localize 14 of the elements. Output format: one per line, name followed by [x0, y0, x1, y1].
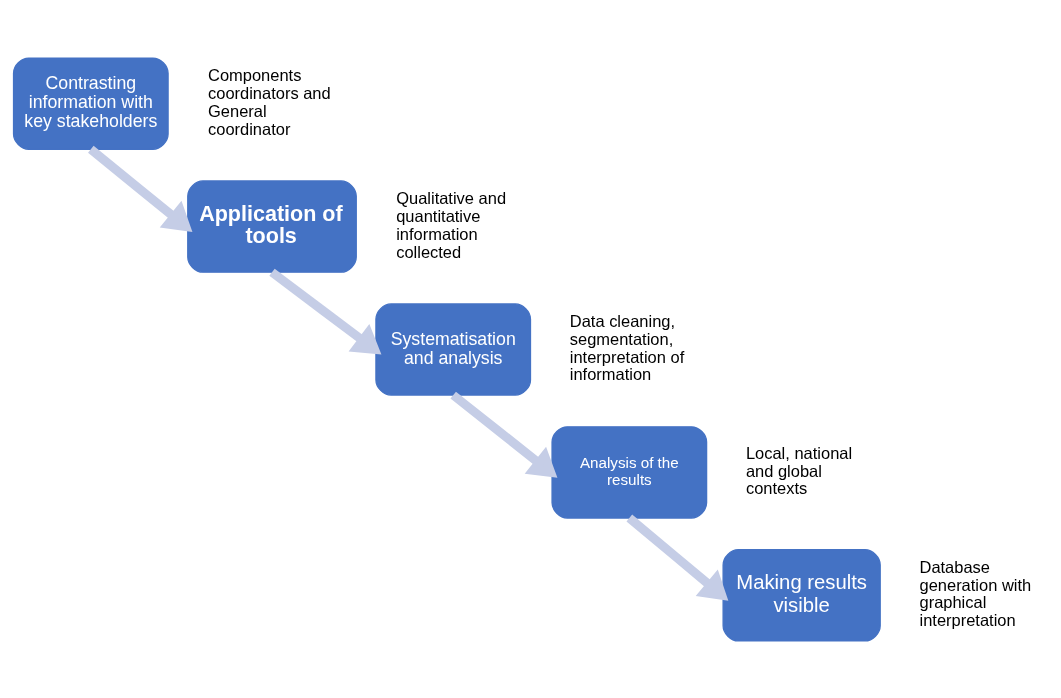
arrow: [450, 391, 558, 478]
node-box: Analysis of the results: [551, 425, 708, 519]
node-label: Data cleaning, segmentation, interpretation of information: [569, 311, 685, 383]
node-box: Making results visible: [722, 548, 881, 642]
node-label: Local, national and global contexts: [745, 443, 853, 497]
arrow: [626, 514, 729, 601]
arrow: [88, 145, 193, 232]
node-label: Database generation with graphical interpretation: [919, 557, 1032, 629]
node-box: Contrasting information with key stakeholders: [12, 56, 169, 150]
arrow: [269, 268, 382, 355]
node-box: Application of tools: [187, 179, 357, 273]
node-label: Qualitative and quantitative information collected: [396, 188, 507, 261]
node-label: Components coordinators and General coordinator: [208, 65, 331, 138]
node-box: Systematisation and analysis: [375, 302, 532, 396]
